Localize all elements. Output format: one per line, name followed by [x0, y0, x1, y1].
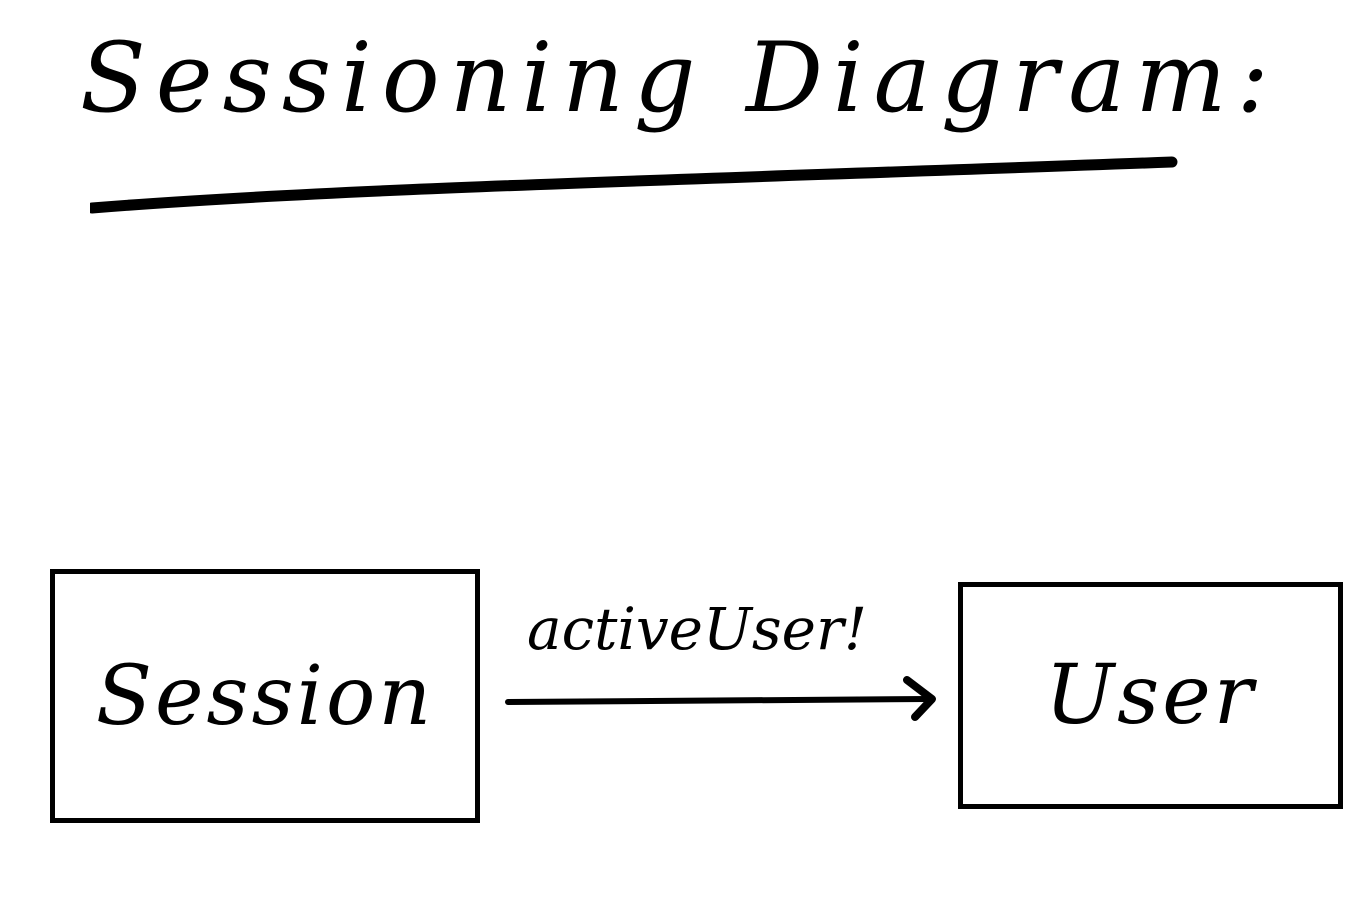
edge-label: activeUser! [527, 595, 868, 663]
session-node-label: Session [95, 648, 435, 744]
session-node: Session [50, 569, 480, 823]
user-node: User [958, 582, 1343, 809]
user-node-label: User [1045, 648, 1256, 743]
title-underline [90, 156, 1178, 214]
diagram-title: Sessioning Diagram: [80, 22, 1279, 134]
association-arrow [505, 676, 936, 721]
